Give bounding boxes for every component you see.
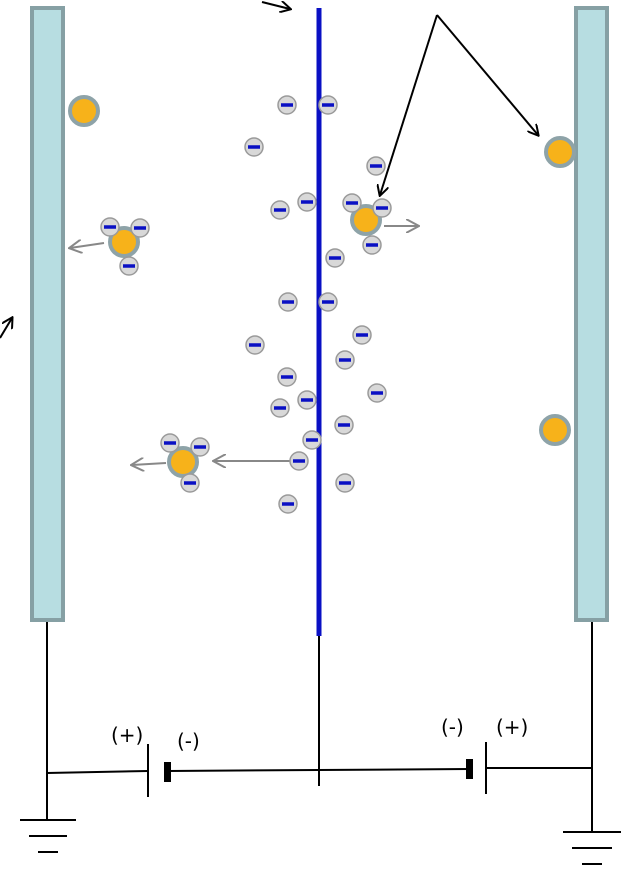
negative-ion-icon: [289, 451, 309, 471]
dust-particle-icon: [539, 414, 571, 446]
right-cell-plus-label: (+): [496, 715, 528, 739]
dust-particle-icon: [167, 446, 199, 478]
circuit: [46, 622, 593, 832]
left-cell-minus-label: (-): [177, 729, 200, 753]
negative-ion-icon: [160, 433, 180, 453]
motion-arrow-lower-particle: [132, 463, 167, 465]
motion-arrow-left-particle: [70, 243, 105, 248]
negative-ion-icon: [277, 367, 297, 387]
right-cell-short-plate: [466, 759, 473, 779]
pointer-arrow-top-left: [261, 2, 290, 9]
right-collector-plate: [574, 6, 609, 622]
pointer-arrow-left-edge: [0, 318, 12, 339]
negative-ion-icon: [342, 193, 362, 213]
negative-ion-icon: [180, 473, 200, 493]
negative-ion-icon: [190, 437, 210, 457]
left-ground-symbol-icon: [20, 819, 76, 853]
dust-particle-icon: [108, 226, 140, 258]
negative-ion-icon: [335, 473, 355, 493]
negative-ion-icon: [352, 325, 372, 345]
right-ground-symbol-icon: [563, 831, 621, 865]
pointer-arrow-to-charged-particle: [380, 14, 438, 195]
negative-ion-icon: [334, 415, 354, 435]
pointer-arrows: [0, 2, 538, 339]
negative-ion-icon: [302, 430, 322, 450]
negative-ion-icon: [318, 95, 338, 115]
negative-ion-icon: [366, 156, 386, 176]
dust-particle-icon: [544, 136, 576, 168]
negative-ion-icon: [325, 248, 345, 268]
negative-ion-icon: [278, 494, 298, 514]
dust-particle-icon: [68, 95, 100, 127]
negative-ion-icon: [335, 350, 355, 370]
negative-ions: [100, 95, 392, 514]
left-battery-cell: [147, 744, 171, 797]
left-collector-plate: [30, 6, 65, 622]
negative-ion-icon: [119, 256, 139, 276]
negative-ion-icon: [367, 383, 387, 403]
negative-ion-icon: [362, 235, 382, 255]
pointer-arrow-to-collected-particle: [436, 14, 538, 135]
dust-particles: [68, 95, 576, 478]
right-cell-minus-label: (-): [441, 715, 464, 739]
right-battery-cell: [466, 742, 487, 794]
negative-ion-icon: [100, 217, 120, 237]
negative-ion-icon: [278, 292, 298, 312]
negative-ion-icon: [130, 218, 150, 238]
negative-ion-icon: [245, 335, 265, 355]
negative-ion-icon: [244, 137, 264, 157]
left-cell-short-plate: [164, 762, 171, 782]
motion-arrows: [70, 226, 418, 465]
negative-ion-icon: [297, 390, 317, 410]
negative-ion-icon: [270, 200, 290, 220]
negative-ion-icon: [372, 198, 392, 218]
negative-ion-icon: [277, 95, 297, 115]
negative-ion-icon: [318, 292, 338, 312]
wire-center-horizontal: [167, 768, 471, 772]
wire-left-to-cell: [46, 770, 149, 774]
left-cell-plus-label: (+): [111, 723, 143, 747]
negative-ion-icon: [270, 398, 290, 418]
dust-particle-icon: [350, 204, 382, 236]
negative-ion-icon: [297, 192, 317, 212]
